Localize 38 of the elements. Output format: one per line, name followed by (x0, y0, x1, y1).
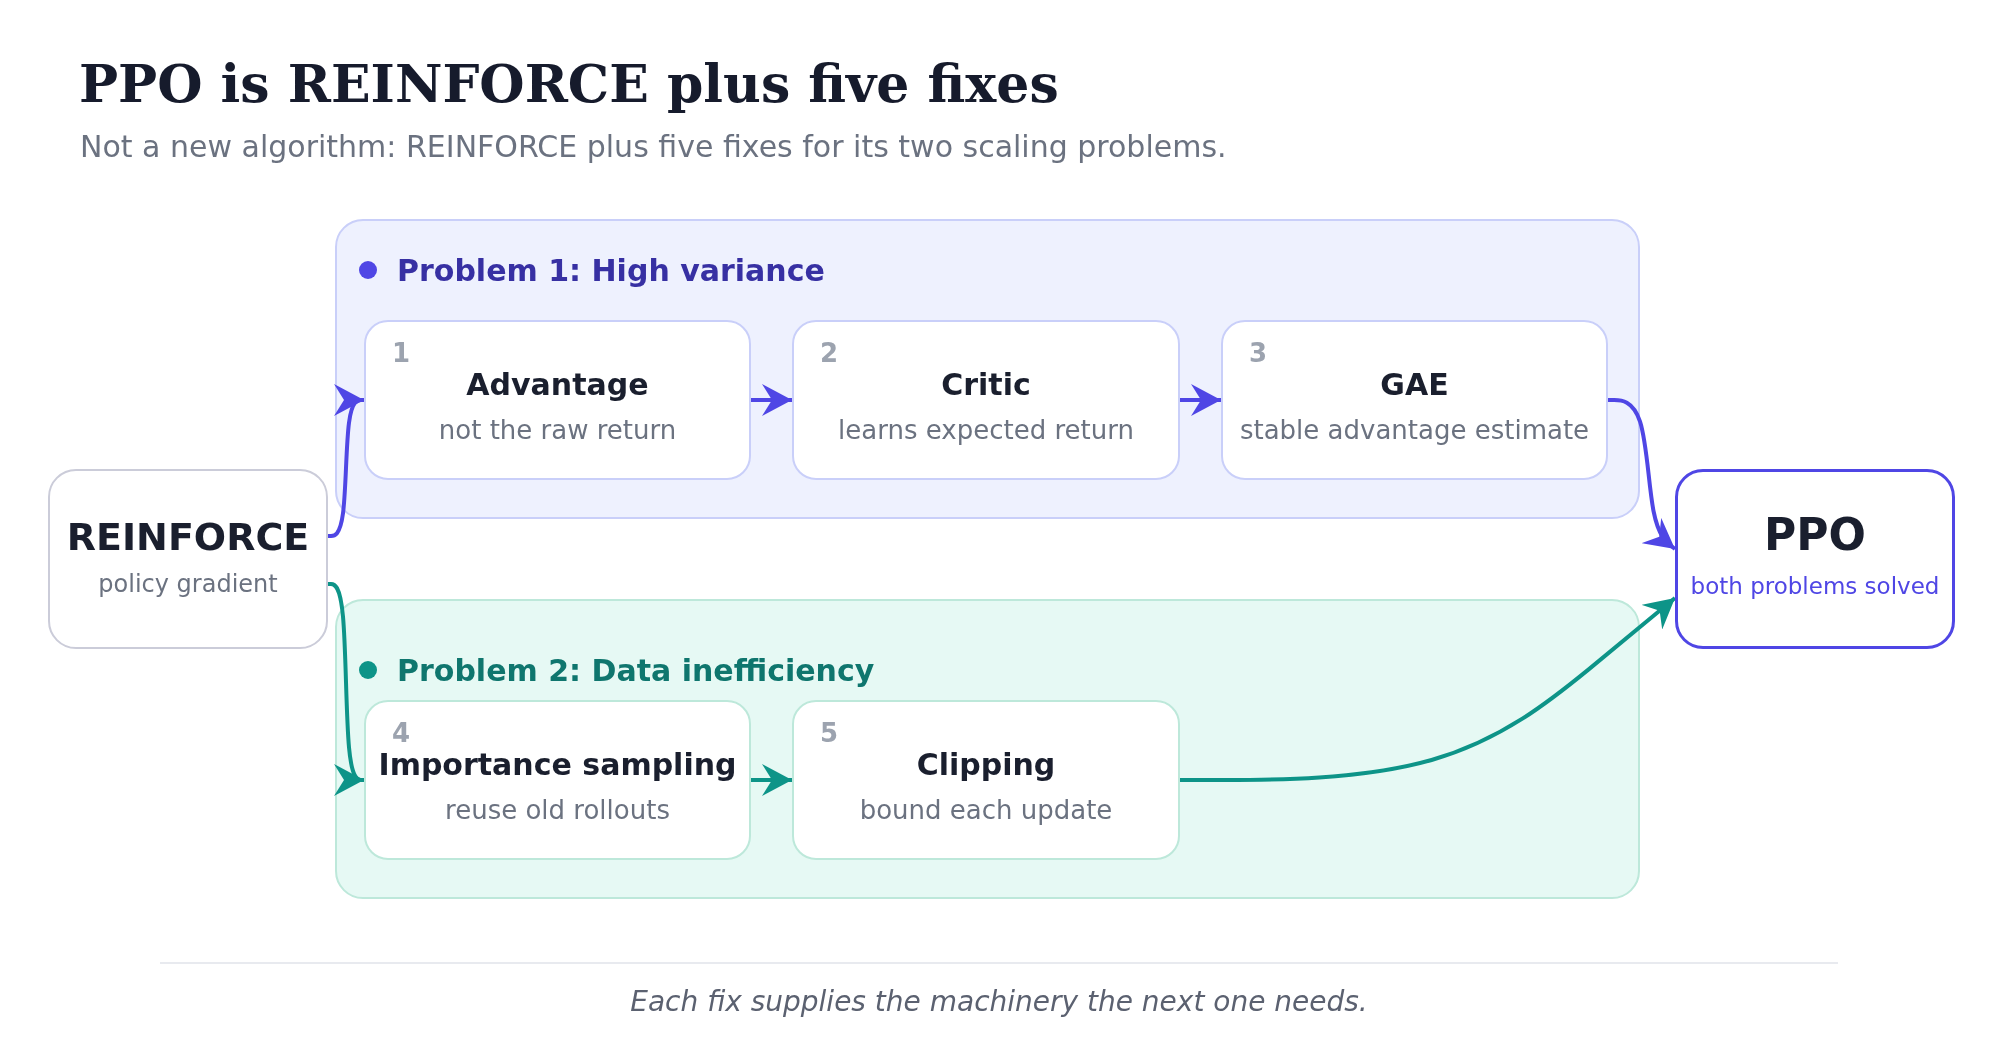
caption: Each fix supplies the machinery the next one needs. (630, 985, 1368, 1019)
arrow (1180, 596, 1677, 782)
step-description: not the raw return (438, 415, 677, 447)
step-card (792, 700, 1180, 860)
algorithm-description: policy gradient (98, 570, 278, 599)
arrow (1608, 398, 1677, 551)
step-description: reuse old rollouts (445, 795, 670, 827)
step-description: stable advantage estimate (1239, 415, 1590, 447)
step-number: 4 (392, 718, 411, 750)
step-card (364, 700, 751, 860)
algorithm-box (1675, 469, 1955, 649)
step-card (364, 320, 751, 480)
step-title: Importance sampling (378, 747, 737, 783)
subtitle: Not a new algorithm: REINFORCE plus five fixes for its two scaling problems. (80, 129, 1227, 165)
step-description: learns expected return (838, 415, 1134, 447)
algorithm-box (48, 469, 328, 649)
arrow (751, 384, 792, 416)
algorithm-name: PPO (1764, 509, 1866, 562)
group-panel (335, 599, 1640, 899)
diagram-title: PPO is REINFORCE plus five fixes (79, 52, 1059, 116)
algorithm-name: REINFORCE (66, 514, 310, 561)
step-title: GAE (1380, 367, 1449, 403)
step-number: 2 (820, 338, 839, 370)
step-title: Clipping (916, 747, 1056, 783)
step-title: Critic (941, 367, 1031, 403)
arrow (1180, 384, 1221, 416)
step-number: 1 (392, 338, 411, 370)
step-card (792, 320, 1180, 480)
step-description: bound each update (859, 795, 1113, 827)
step-number: 3 (1249, 338, 1268, 370)
algorithm-description: both problems solved (1690, 572, 1940, 601)
step-card (1221, 320, 1608, 480)
group-heading: Problem 2: Data inefficiency (397, 653, 875, 689)
group-panel (335, 219, 1640, 519)
arrow (751, 764, 792, 796)
step-number: 5 (820, 718, 839, 750)
step-title: Advantage (466, 367, 649, 403)
group-heading: Problem 1: High variance (397, 253, 825, 289)
